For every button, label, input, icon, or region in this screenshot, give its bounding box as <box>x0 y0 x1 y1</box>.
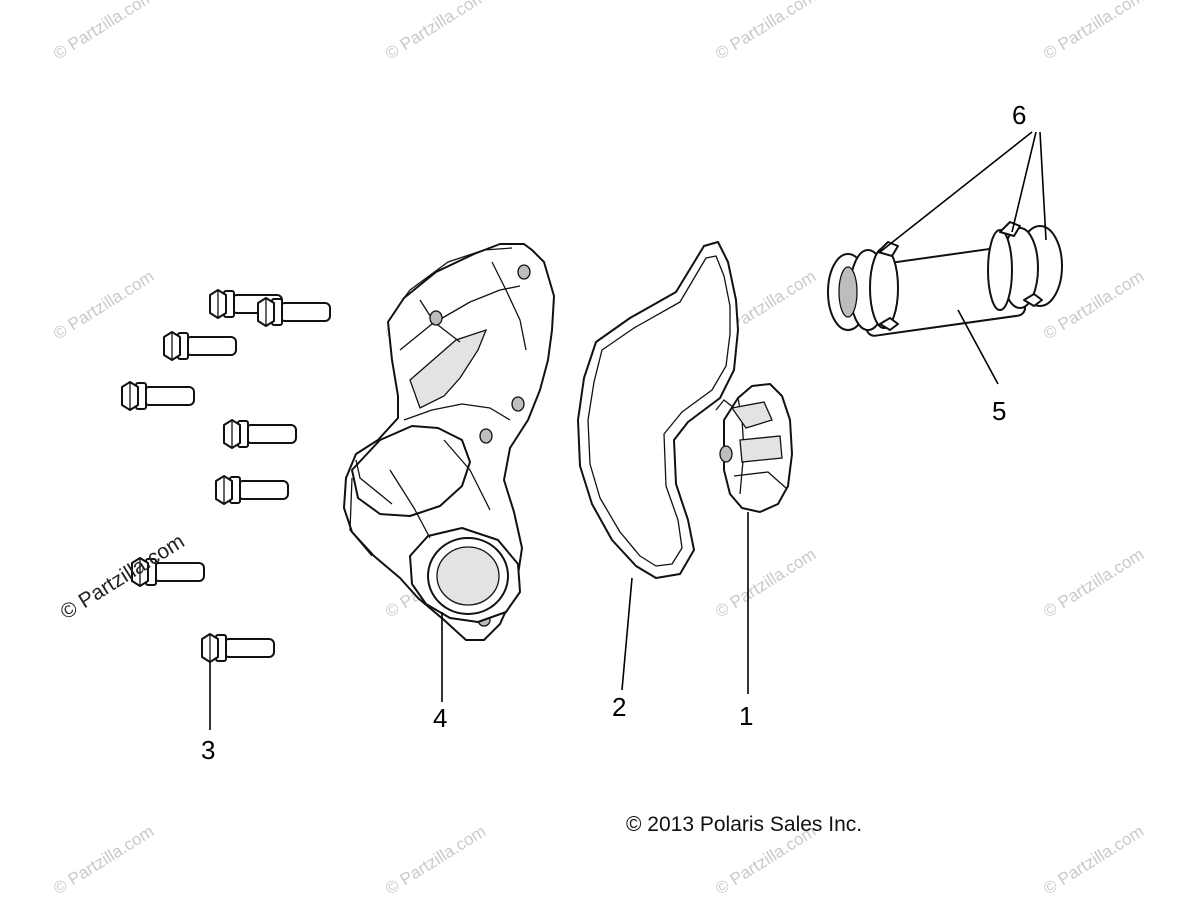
watermark: © Partzilla.com <box>382 0 489 63</box>
bolt-group <box>121 289 331 663</box>
leader-line-5 <box>957 309 999 385</box>
impeller <box>715 383 793 513</box>
copyright-text: © 2013 Polaris Sales Inc. <box>626 813 862 836</box>
leader-line-6c <box>1039 131 1047 241</box>
watermark: © Partzilla.com <box>712 0 819 63</box>
watermark: © Partzilla.com <box>1040 0 1147 63</box>
callout-1: 1 <box>739 701 753 731</box>
bolt <box>121 381 195 411</box>
bolt <box>163 331 237 361</box>
pump-cover <box>343 243 555 641</box>
gasket <box>577 241 739 579</box>
leader-lines <box>209 131 1047 730</box>
leader-line-6a <box>879 131 1033 253</box>
bolt <box>131 557 205 587</box>
callout-6: 6 <box>1012 100 1026 130</box>
bolt <box>223 419 297 449</box>
watermark: © Partzilla.com <box>1040 545 1147 622</box>
watermark: © Partzilla.com <box>382 822 489 899</box>
watermark: © Partzilla.com <box>50 267 157 344</box>
leader-line-6b <box>1011 131 1037 233</box>
callout-3: 3 <box>201 735 215 765</box>
bolt <box>257 297 331 327</box>
bolt <box>215 475 289 505</box>
callout-5: 5 <box>992 396 1006 426</box>
callout-2: 2 <box>612 692 626 722</box>
leader-line-2 <box>621 577 633 691</box>
watermark: © Partzilla.com <box>50 822 157 899</box>
callout-4: 4 <box>433 703 447 733</box>
bolt <box>201 633 275 663</box>
callouts: 1 2 3 4 5 6 <box>201 100 1026 765</box>
watermark: © Partzilla.com <box>712 545 819 622</box>
watermark: © Partzilla.com <box>50 0 157 63</box>
coolant-tube <box>827 221 1063 337</box>
watermark: © Partzilla.com <box>1040 822 1147 899</box>
